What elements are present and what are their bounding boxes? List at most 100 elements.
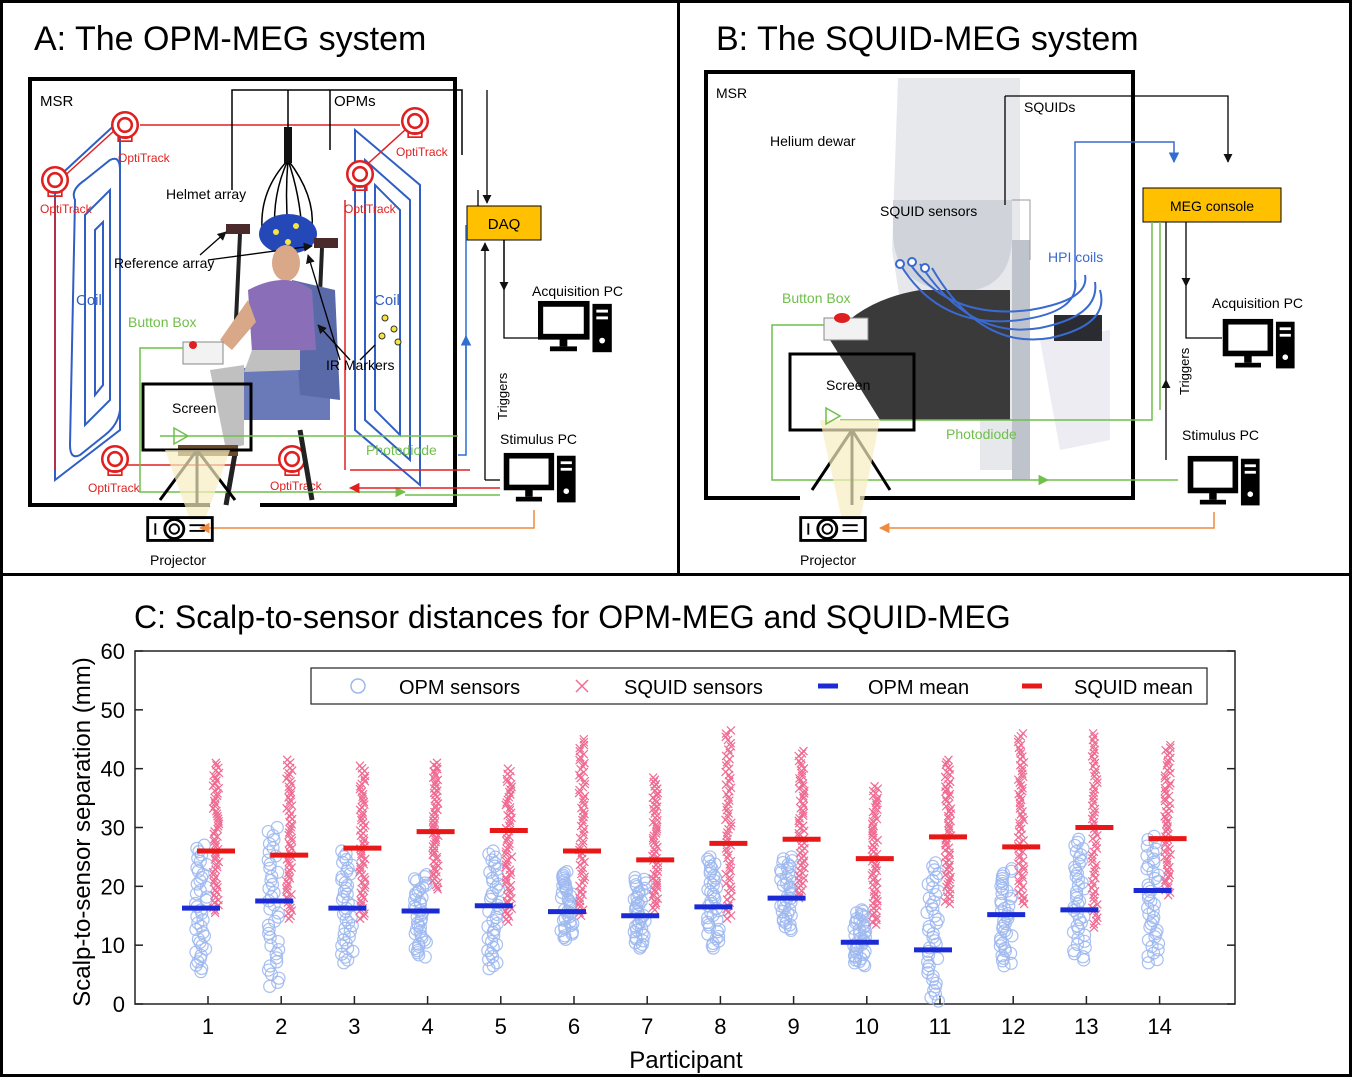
squid-sensor-point bbox=[726, 741, 736, 751]
squid-sensor-point bbox=[1018, 728, 1028, 738]
squid-sensor-point bbox=[868, 868, 878, 878]
squid-sensor-point bbox=[579, 737, 589, 747]
squid-sensor-point bbox=[211, 758, 221, 768]
squid-sensor-point bbox=[283, 879, 293, 889]
squid-sensor-point bbox=[432, 758, 442, 768]
squid-sensor-point bbox=[794, 783, 804, 793]
squid-sensor-point bbox=[1013, 737, 1023, 747]
opm-sensor-point bbox=[190, 861, 204, 875]
opm-sensor-point bbox=[262, 926, 276, 941]
squid-sensor-point bbox=[210, 837, 220, 847]
squid-sensor-point bbox=[798, 781, 808, 791]
squid-sensor-point bbox=[943, 814, 953, 823]
opm-sensor-point bbox=[560, 865, 574, 879]
squid-sensor-point bbox=[505, 888, 515, 898]
x-tick-label: 3 bbox=[348, 1014, 360, 1039]
squid-sensor-point bbox=[1160, 796, 1170, 806]
y-tick-label: 20 bbox=[101, 874, 125, 899]
x-tick-label: 8 bbox=[714, 1014, 726, 1039]
opm-sensor-point bbox=[271, 906, 285, 920]
squid-sensor-point bbox=[1016, 749, 1026, 759]
legend-opm-mean: OPM mean bbox=[868, 677, 969, 699]
opm-sensor-point bbox=[1005, 889, 1019, 903]
projector-label: Projector bbox=[150, 552, 206, 568]
squid-sensor-point bbox=[213, 811, 222, 821]
squid-sensor-point bbox=[505, 816, 515, 825]
opm-sensor-point bbox=[336, 890, 350, 904]
y-tick-label: 30 bbox=[101, 816, 125, 841]
squid-sensor-point bbox=[1091, 840, 1101, 850]
acquisition-pc-label: Acquisition PC bbox=[1212, 295, 1303, 311]
squid-sensor-point bbox=[872, 915, 881, 925]
opm-sensor-point bbox=[482, 847, 496, 861]
squid-sensor-point bbox=[797, 769, 807, 778]
opm-sensor-point bbox=[337, 956, 351, 970]
squid-sensor-point bbox=[213, 814, 223, 824]
helium-dewar-label: Helium dewar bbox=[770, 133, 856, 149]
squid-sensor-point bbox=[214, 857, 224, 867]
squid-sensor-point bbox=[1019, 835, 1029, 845]
opm-sensor-point bbox=[557, 866, 571, 880]
optitrack-label: OptiTrack bbox=[344, 202, 397, 216]
opm-sensor-point bbox=[1069, 891, 1084, 905]
daq-box bbox=[466, 205, 542, 241]
squid-sensor-point bbox=[432, 852, 442, 862]
opm-sensor-point bbox=[926, 859, 940, 873]
opm-sensor-point bbox=[492, 901, 506, 915]
squid-sensor-point bbox=[283, 771, 293, 781]
squid-sensor-point bbox=[726, 818, 736, 828]
squid-sensor-point bbox=[212, 809, 222, 819]
opm-sensor-point bbox=[998, 924, 1012, 938]
squid-sensor-point bbox=[1088, 834, 1098, 844]
squid-sensor-point bbox=[360, 883, 370, 893]
squid-sensor-point bbox=[1161, 789, 1171, 798]
squid-sensor-point bbox=[870, 812, 880, 822]
opm-sensor-point bbox=[272, 943, 286, 957]
opm-sensor-point bbox=[410, 916, 425, 930]
squid-sensor-point bbox=[799, 786, 809, 796]
opm-sensor-point bbox=[562, 894, 576, 908]
opm-sensor-point bbox=[488, 850, 502, 864]
squid-sensor-point bbox=[359, 797, 369, 807]
opm-sensor-point bbox=[1068, 838, 1082, 853]
squid-sensor-point bbox=[799, 873, 809, 883]
opm-sensor-point bbox=[702, 854, 716, 869]
opm-sensor-point bbox=[994, 879, 1008, 893]
opm-sensor-point bbox=[783, 859, 797, 873]
opm-sensor-point bbox=[781, 867, 796, 881]
opm-sensor-point bbox=[485, 934, 499, 949]
squid-sensor-point bbox=[1165, 870, 1175, 880]
opm-sensor-point bbox=[262, 845, 276, 859]
squid-sensor-point bbox=[212, 760, 221, 770]
squid-sensor-point bbox=[428, 841, 438, 851]
helmet-array bbox=[259, 214, 317, 254]
squid-sensor-point bbox=[283, 908, 293, 918]
squid-sensor-point bbox=[726, 885, 736, 895]
squid-sensor-point bbox=[286, 790, 296, 800]
squid-sensor-point bbox=[282, 884, 292, 894]
squid-sensor-point bbox=[868, 899, 878, 908]
squid-sensor-point bbox=[358, 789, 368, 799]
squid-sensor-point bbox=[360, 875, 370, 885]
squid-sensor-point bbox=[944, 862, 954, 872]
legend-opm-sensors: OPM sensors bbox=[399, 677, 520, 699]
squid-sensor-point bbox=[284, 860, 294, 870]
squid-sensor-point bbox=[210, 898, 219, 908]
squid-sensor-point bbox=[652, 791, 662, 800]
squid-sensor-point bbox=[501, 860, 511, 870]
squid-sensor-point bbox=[1089, 788, 1099, 798]
squid-sensor-point bbox=[944, 877, 954, 887]
squid-sensors-label: SQUID sensors bbox=[880, 203, 977, 219]
msr-wall bbox=[28, 77, 457, 507]
squid-sensor-point bbox=[798, 808, 808, 818]
stimulus-pc-label: Stimulus PC bbox=[500, 431, 577, 447]
optitrack-icon bbox=[110, 110, 140, 142]
squid-sensor-point bbox=[503, 764, 513, 774]
x-tick-label: 11 bbox=[929, 1014, 952, 1039]
squid-sensor-point bbox=[650, 887, 660, 897]
squid-sensor-point bbox=[431, 837, 441, 847]
acquisition-pc-label: Acquisition PC bbox=[532, 283, 623, 299]
opm-sensor-point bbox=[996, 951, 1011, 965]
